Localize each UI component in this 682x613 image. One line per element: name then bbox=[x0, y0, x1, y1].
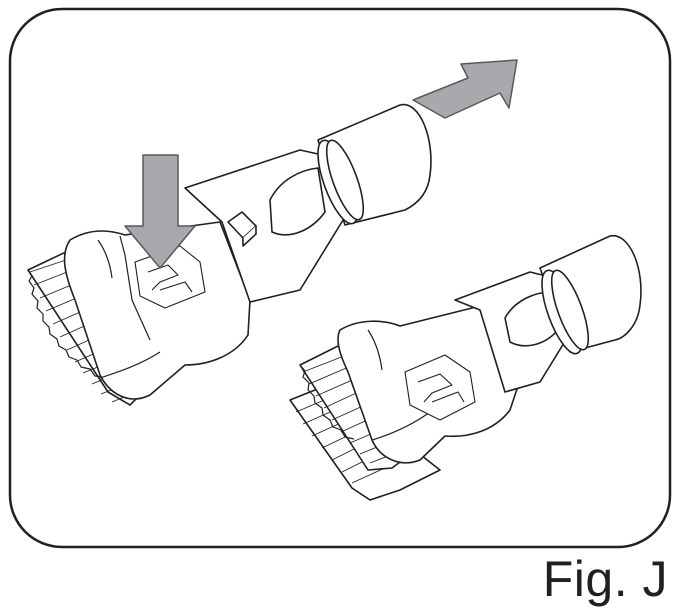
label-plate-left bbox=[134, 245, 206, 309]
push-down-arrow-icon bbox=[124, 154, 196, 269]
brush-nozzle-detached bbox=[27, 104, 432, 406]
figure-caption: Fig. J bbox=[542, 551, 668, 607]
brush-head-left bbox=[63, 221, 251, 400]
pull-out-arrow-icon bbox=[412, 59, 518, 119]
brush-nozzle-assembled bbox=[289, 235, 642, 501]
label-plate-right bbox=[404, 354, 476, 421]
